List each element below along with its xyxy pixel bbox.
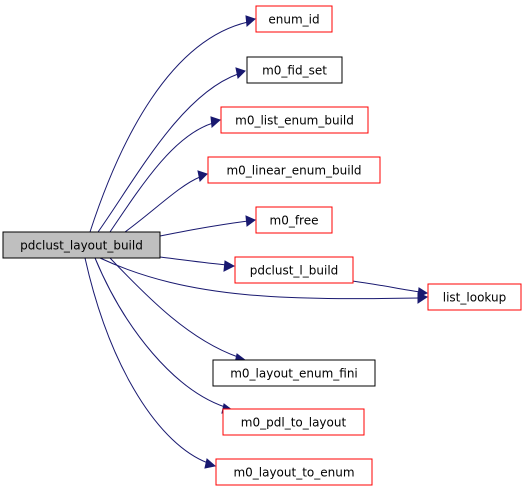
root-node[interactable]: pdclust_layout_build	[2, 231, 161, 259]
node-m0-layout-enum-fini[interactable]: m0_layout_enum_fini	[212, 359, 376, 387]
node-m0-list-enum-build-label: m0_list_enum_build	[235, 114, 354, 128]
node-m0-free-label: m0_free	[270, 214, 319, 228]
node-m0-pdl-to-layout[interactable]: m0_pdl_to_layout	[222, 408, 365, 436]
root-node-label: pdclust_layout_build	[20, 239, 143, 253]
node-m0-layout-enum-fini-label: m0_layout_enum_fini	[230, 367, 358, 381]
node-enum-id[interactable]: enum_id	[255, 5, 333, 33]
node-pdclust-l-build[interactable]: pdclust_l_build	[234, 256, 354, 284]
node-m0-layout-to-enum-label: m0_layout_to_enum	[233, 466, 354, 480]
edge-to-m0-linear-enum-build	[124, 170, 208, 233]
node-m0-layout-to-enum[interactable]: m0_layout_to_enum	[215, 458, 373, 486]
node-m0-linear-enum-build[interactable]: m0_linear_enum_build	[207, 156, 381, 184]
node-pdclust-l-build-label: pdclust_l_build	[250, 264, 339, 278]
node-m0-list-enum-build[interactable]: m0_list_enum_build	[220, 106, 369, 134]
node-m0-fid-set-label: m0_fid_set	[262, 64, 327, 78]
edge-to-enum-id	[89, 15, 256, 233]
node-list-lookup[interactable]: list_lookup	[427, 283, 522, 311]
node-m0-linear-enum-build-label: m0_linear_enum_build	[226, 164, 361, 178]
edge-l-build-to-list-lookup	[351, 280, 429, 298]
node-m0-free[interactable]: m0_free	[255, 206, 333, 234]
node-m0-fid-set[interactable]: m0_fid_set	[246, 56, 343, 84]
edge-to-m0-pdl-to-layout	[94, 257, 234, 414]
edge-to-m0-list-enum-build	[109, 116, 221, 233]
edge-to-m0-layout-enum-fini	[109, 257, 247, 364]
edge-to-m0-free	[149, 215, 256, 239]
edge-to-m0-layout-to-enum	[84, 257, 217, 469]
node-list-lookup-label: list_lookup	[443, 291, 506, 305]
edge-to-pdclust-l-build	[159, 256, 236, 272]
node-enum-id-label: enum_id	[268, 13, 319, 27]
edge-to-m0-fid-set	[97, 67, 246, 233]
node-m0-pdl-to-layout-label: m0_pdl_to_layout	[241, 416, 347, 430]
